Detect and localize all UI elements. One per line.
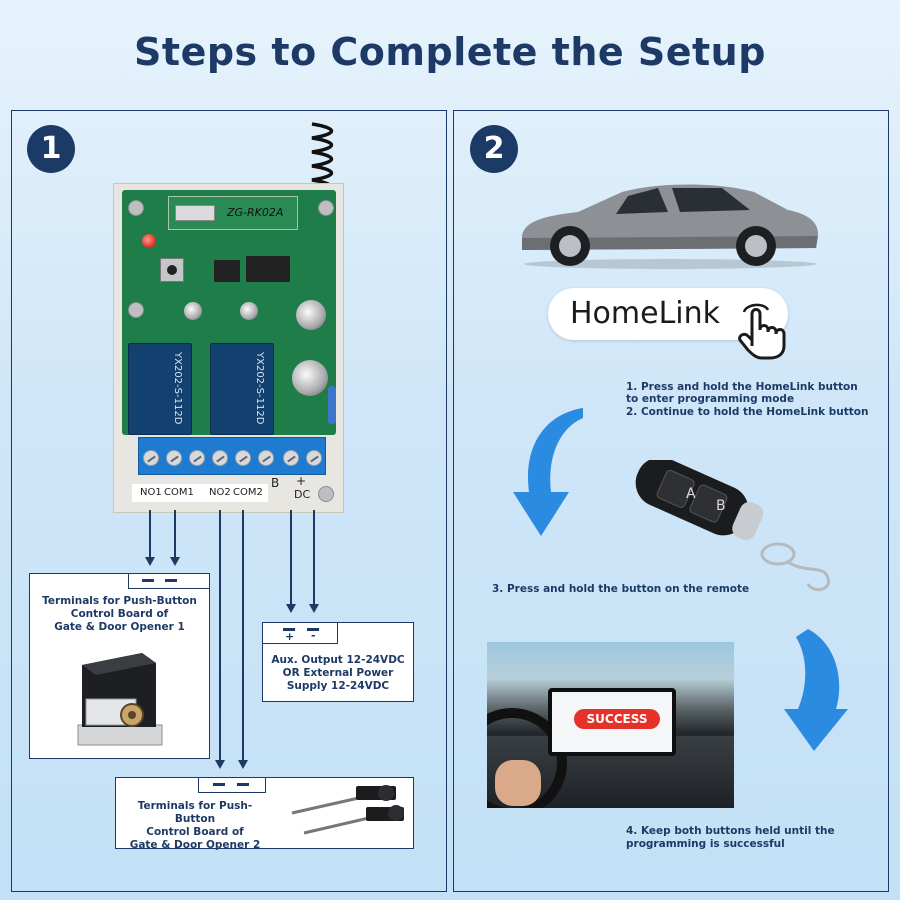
terminal-screw-icon [283, 450, 299, 466]
mount-screw-icon [318, 486, 334, 502]
caption-line: OR External Power [282, 667, 394, 679]
capacitor [292, 360, 328, 396]
curved-arrow-down-icon [784, 629, 848, 751]
wire [313, 510, 315, 608]
linear-actuator-icon [291, 785, 404, 835]
opener1-caption: Terminals for Push-Button Control Board … [31, 595, 208, 634]
caption-line: Control Board of [70, 608, 169, 620]
capacitor [184, 302, 202, 320]
aux-caption: Aux. Output 12-24VDC OR External Power S… [264, 654, 412, 693]
instruction-1b: to enter programming mode [626, 393, 795, 405]
instruction-4a: 4. Keep both buttons held until the [626, 825, 835, 837]
resistor [328, 386, 336, 424]
caption-line: Gate & Door Opener 2 [129, 839, 261, 851]
terminal-label-com2: COM2 [233, 487, 263, 498]
curved-arrow-down-icon [513, 408, 583, 536]
instruction-3: 3. Press and hold the button on the remo… [492, 583, 750, 595]
arrow-down-icon [286, 604, 296, 613]
ic-chip [246, 256, 290, 282]
caption-line: Terminals for Push-Button [137, 800, 253, 825]
caption-line: Terminals for Push-Button [42, 595, 197, 607]
opener2-caption: Terminals for Push-Button Control Board … [118, 800, 272, 852]
aux-minus-label: - [311, 629, 316, 642]
board-model-label: ZG-RK02A [227, 206, 284, 219]
terminal-screw-icon [306, 450, 322, 466]
terminal-label-b: B [271, 476, 280, 490]
hand-pointer-icon [738, 303, 786, 360]
terminal-tab: + - [262, 622, 338, 644]
wire [219, 510, 221, 765]
terminal-label-no1: NO1 [140, 487, 162, 498]
relay-model-label: YX202-S-112D [172, 352, 183, 425]
homelink-button: HomeLink [548, 288, 788, 340]
terminal-label-no2: NO2 [209, 487, 231, 498]
ic-chip [214, 260, 240, 282]
status-led-icon [142, 234, 156, 248]
remote-button-a: A [686, 486, 696, 502]
relay-2: YX202-S-112D [210, 343, 274, 435]
arrow-down-icon [309, 604, 319, 613]
arrow-down-icon [170, 557, 180, 566]
capacitor [296, 300, 326, 330]
capacitor [240, 302, 258, 320]
mount-screw-icon [318, 200, 334, 216]
rf-module: ZG-RK02A [168, 196, 298, 230]
instruction-2: 2. Continue to hold the HomeLink button [626, 406, 869, 418]
learn-button [160, 258, 184, 282]
instruction-4b: programming is successful [626, 838, 785, 850]
terminal-screw-icon [143, 450, 159, 466]
step2-badge: 2 [470, 125, 518, 173]
page-title: Steps to Complete the Setup [134, 30, 766, 74]
arrow-down-icon [145, 557, 155, 566]
caption-line: Supply 12-24VDC [286, 680, 390, 692]
homelink-label: HomeLink [570, 296, 721, 331]
mount-screw-icon [128, 302, 144, 318]
aux-plus-label: + [285, 630, 295, 643]
arrow-down-icon [215, 760, 225, 769]
instruction-1: 1. Press and hold the HomeLink button [626, 381, 858, 393]
caption-line: Aux. Output 12-24VDC [271, 654, 405, 666]
terminal-screw-icon [166, 450, 182, 466]
gate-opener-motor-icon [77, 653, 163, 746]
terminal-tab [128, 573, 210, 589]
terminal-tab [198, 777, 266, 793]
remote-control-icon: A B [635, 460, 831, 592]
terminal-label-com1: COM1 [164, 487, 194, 498]
wire [149, 510, 151, 562]
terminal-screw-icon [258, 450, 274, 466]
arrow-down-icon [238, 760, 248, 769]
step1-panel [11, 110, 447, 892]
relay-model-label: YX202-S-112D [254, 352, 265, 425]
caption-line: Control Board of [146, 826, 244, 838]
caption-line: Gate & Door Opener 1 [54, 621, 185, 633]
terminal-label-strip [132, 484, 268, 502]
terminal-block [138, 437, 326, 475]
mount-screw-icon [128, 200, 144, 216]
terminal-screw-icon [189, 450, 205, 466]
wire [290, 510, 292, 608]
wire [174, 510, 176, 562]
terminal-screw-icon [235, 450, 251, 466]
step1-badge: 1 [27, 125, 75, 173]
terminal-screw-icon [212, 450, 228, 466]
wire [242, 510, 244, 765]
car-icon [522, 184, 818, 269]
terminal-label-plus: + [296, 474, 307, 488]
step2-panel [453, 110, 889, 892]
remote-button-b: B [716, 498, 726, 514]
relay-1: YX202-S-112D [128, 343, 192, 435]
success-badge: SUCCESS [574, 709, 660, 729]
terminal-label-dc: DC [294, 488, 311, 501]
